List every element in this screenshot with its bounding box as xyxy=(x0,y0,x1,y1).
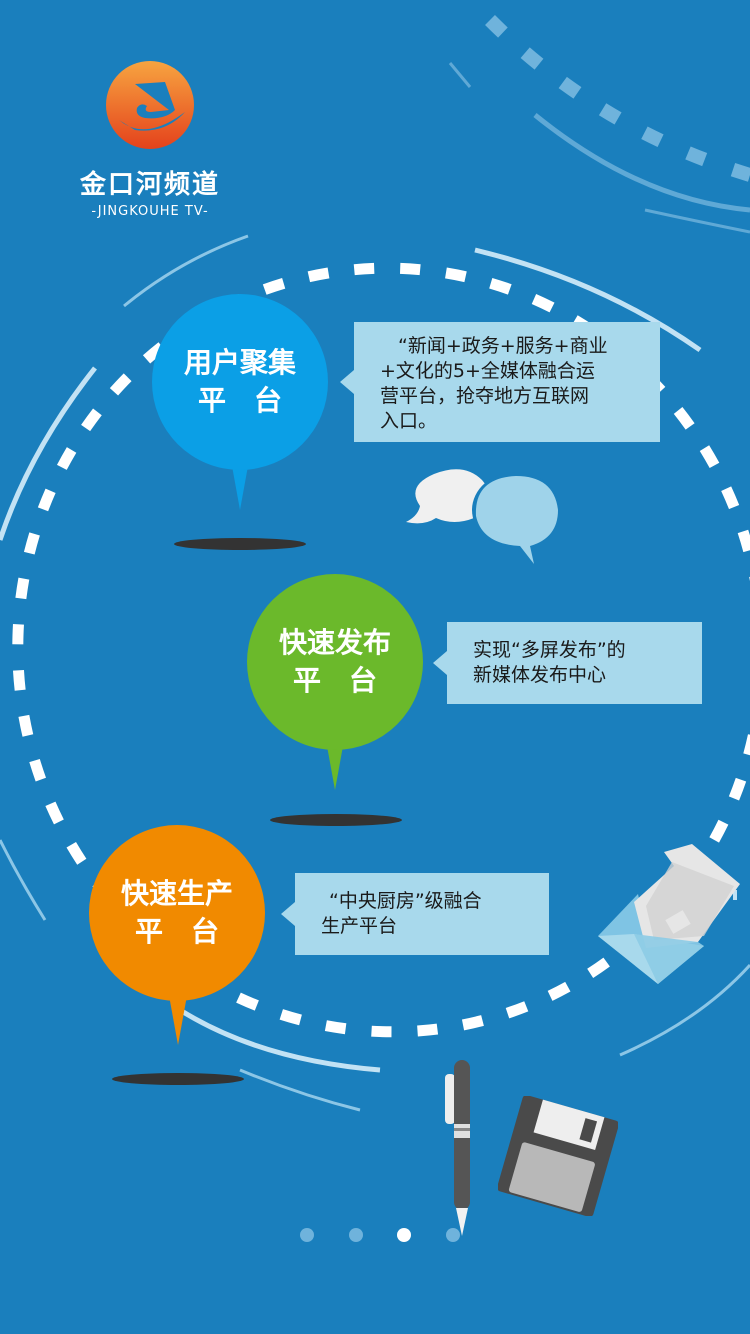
brand-logo: 金口河频道 -JINGKOUHE TV- xyxy=(70,60,230,220)
jingkouhe-cloud-logo-icon xyxy=(106,61,194,149)
callout-line: “中央厨房”级融合 xyxy=(329,890,482,912)
pin-user-aggregation-platform[interactable]: 用户聚集 平 台 xyxy=(152,294,328,470)
pin-shadow xyxy=(174,538,306,550)
callout-line: “新闻+政务+服务+商业 xyxy=(398,335,608,357)
pin-tail xyxy=(168,990,188,1045)
pin-title-line2: 平 台 xyxy=(292,664,377,697)
chat-bubbles-icon xyxy=(406,469,560,564)
callout-fast-publish: 实现“多屏发布”的 新媒体发布中心 xyxy=(433,622,702,704)
pin-fast-publish-platform[interactable]: 快速发布 平 台 xyxy=(247,574,423,750)
brand-name-cn: 金口河频道 xyxy=(79,170,220,200)
pin-shadow xyxy=(112,1073,244,1085)
pen-icon xyxy=(445,1060,470,1236)
pin-shadow xyxy=(270,814,402,826)
pin-title-line1: 快速发布 xyxy=(278,626,391,659)
pin-title-line1: 用户聚集 xyxy=(183,346,296,379)
pin-fast-production-platform[interactable]: 快速生产 平 台 xyxy=(89,825,265,1001)
callout-line: 入口。 xyxy=(380,410,438,432)
callout-fast-production: “中央厨房”级融合 生产平台 xyxy=(281,873,549,955)
pagination-dot-4[interactable] xyxy=(445,1228,460,1242)
pagination-dot-2[interactable] xyxy=(348,1228,363,1242)
pin-title-line2: 平 台 xyxy=(197,384,282,417)
pagination-dot-1[interactable] xyxy=(300,1228,314,1242)
envelope-letter-icon xyxy=(598,844,740,984)
callout-line: +文化的5+全媒体融合运 xyxy=(380,360,595,382)
callout-line: 生产平台 xyxy=(321,915,398,937)
callout-line: 新媒体发布中心 xyxy=(473,664,607,686)
pagination-dot-3-active[interactable] xyxy=(397,1228,412,1242)
callout-line: 营平台，抢夺地方互联网 xyxy=(380,385,590,407)
callout-user-aggregation: “新闻+政务+服务+商业 +文化的5+全媒体融合运 营平台，抢夺地方互联网 入口… xyxy=(340,322,660,442)
floppy-disk-icon xyxy=(498,1096,618,1216)
pin-title-line2: 平 台 xyxy=(134,915,219,948)
pagination-dots xyxy=(300,1228,460,1244)
callout-line: 实现“多屏发布”的 xyxy=(473,639,626,661)
pin-title-line1: 快速生产 xyxy=(120,877,233,910)
brand-name-en: -JINGKOUHE TV- xyxy=(91,204,209,219)
